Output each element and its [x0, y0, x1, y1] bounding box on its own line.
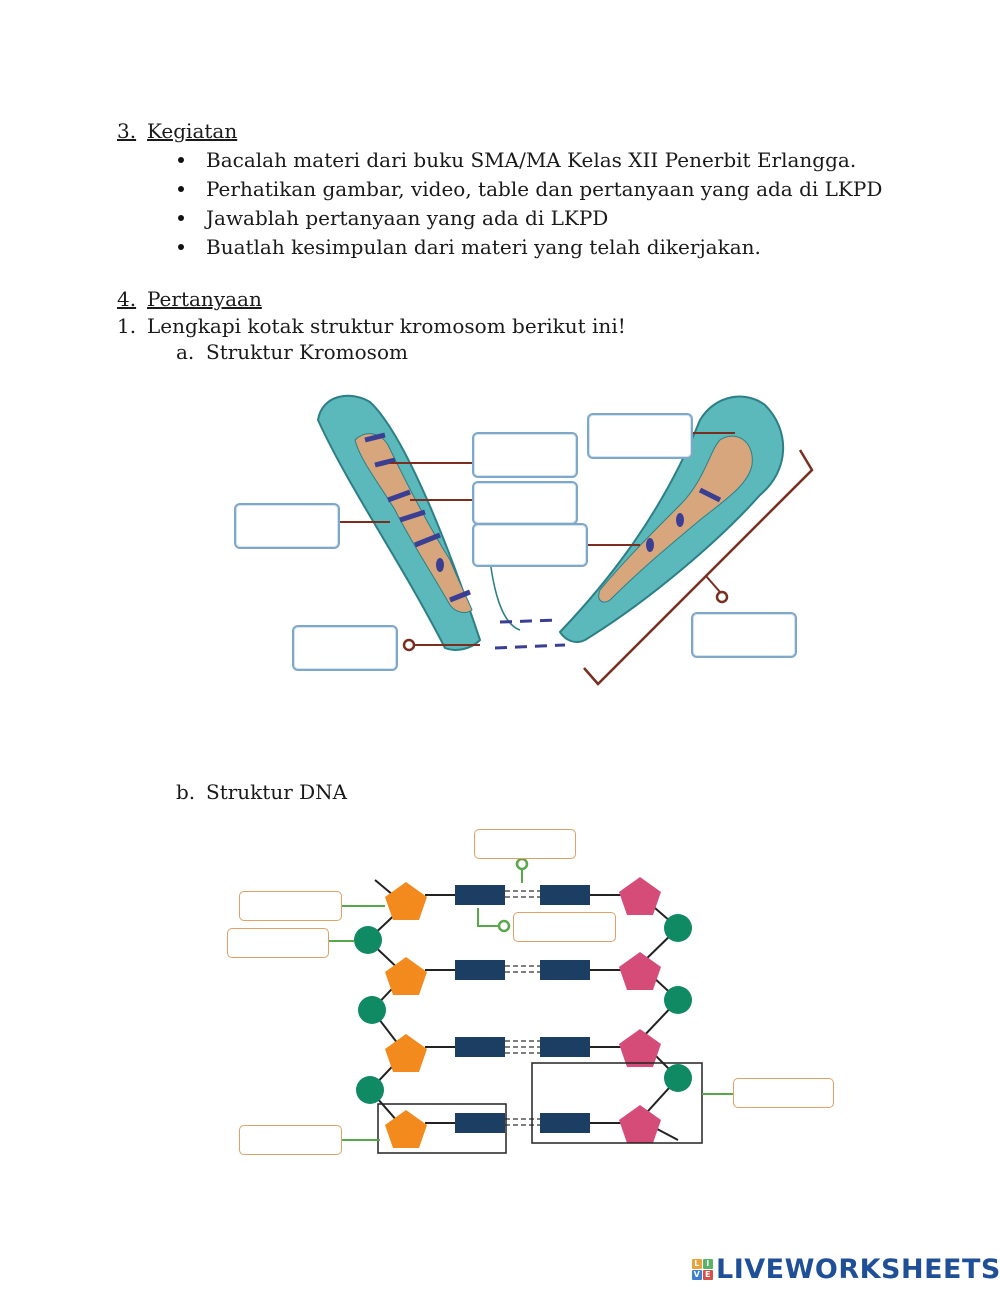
dna-answer-box-left-2[interactable] — [227, 928, 329, 958]
dna-diagram — [328, 857, 733, 1154]
part-a-letter: a. — [176, 340, 195, 364]
bullet-dot — [178, 157, 184, 163]
nucleotide-outline-right — [531, 1062, 703, 1144]
rung-4 — [455, 1113, 590, 1133]
chromosome-answer-box-right-top[interactable] — [587, 413, 693, 459]
part-a-label: Struktur Kromosom — [206, 340, 408, 364]
band — [414, 532, 441, 548]
base-rect — [540, 1037, 590, 1057]
section-3-number: 3. — [117, 119, 137, 143]
kegiatan-item-2: Perhatikan gambar, video, table dan pert… — [206, 177, 883, 201]
question-1-text: Lengkapi kotak struktur kromosom berikut… — [147, 314, 626, 338]
base-rect — [455, 885, 505, 905]
kegiatan-item-4: Buatlah kesimpulan dari materi yang tela… — [206, 235, 761, 259]
centromere-curve — [489, 559, 521, 631]
pointer-line — [705, 575, 721, 593]
dna-answer-box-top[interactable] — [474, 829, 576, 859]
phosphate-circle — [664, 986, 692, 1014]
dna-answer-box-left-bottom[interactable] — [239, 1125, 342, 1155]
centromere-dashed-bottom — [494, 643, 566, 650]
band — [399, 509, 426, 523]
sugar-pentagon — [385, 1110, 427, 1148]
chromosome-answer-box-bottom-left[interactable] — [292, 625, 398, 671]
phosphate-circle — [354, 926, 382, 954]
chromosome-diagram — [316, 394, 814, 686]
phosphate-circle — [664, 1064, 692, 1092]
band — [449, 589, 471, 603]
liveworksheets-logo: L I V E LIVEWORKSHEETS — [692, 1253, 1000, 1285]
rung-1 — [455, 885, 590, 905]
dna-answer-box-hydrogen[interactable] — [513, 912, 616, 942]
chromosome-answer-box-right[interactable] — [691, 612, 797, 658]
band — [387, 489, 411, 503]
right-chromatid-dna — [598, 435, 753, 603]
section-4-title: Pertanyaan — [147, 287, 262, 311]
bullet-dot — [178, 186, 184, 192]
chromosome-answer-box-left[interactable] — [234, 503, 340, 549]
band — [698, 487, 722, 503]
logo-mark-icon: L I V E — [692, 1258, 713, 1280]
base-rect — [455, 1113, 505, 1133]
sugar-pentagon — [619, 1105, 661, 1143]
bullet-dot — [178, 244, 184, 250]
rung-2 — [455, 960, 590, 980]
section-4-number: 4. — [117, 287, 137, 311]
rung-3 — [455, 1037, 590, 1057]
sugar-pentagon — [385, 957, 427, 995]
band — [364, 432, 386, 443]
base-rect — [540, 1113, 590, 1133]
base-rect — [540, 885, 590, 905]
sugar-pentagon — [619, 1029, 661, 1067]
phosphate-circle — [664, 914, 692, 942]
chromosome-answer-box-top-3[interactable] — [472, 523, 588, 567]
question-1-number: 1. — [117, 314, 137, 338]
pointer-end — [402, 638, 416, 652]
nucleotide-outline-left — [377, 1103, 507, 1154]
sugar-pentagon — [385, 882, 427, 920]
phosphate-circle — [356, 1076, 384, 1104]
arm-bracket — [583, 449, 814, 686]
dna-answer-box-right[interactable] — [733, 1078, 834, 1108]
logo-text: LIVEWORKSHEETS — [716, 1253, 1000, 1285]
pointer-end — [715, 590, 729, 604]
sugar-pentagon — [385, 1034, 427, 1072]
band — [374, 457, 396, 468]
part-b-label: Struktur DNA — [206, 780, 348, 804]
phosphate-circle — [358, 996, 386, 1024]
base-rect — [455, 1037, 505, 1057]
band-dot — [676, 513, 684, 527]
centromere-dashed-top — [499, 618, 561, 624]
dna-answer-box-left-1[interactable] — [239, 891, 342, 921]
sugar-pentagon — [619, 877, 661, 915]
band-dot — [646, 538, 654, 552]
bullet-dot — [178, 215, 184, 221]
kegiatan-item-3: Jawablah pertanyaan yang ada di LKPD — [206, 206, 609, 230]
chromosome-answer-box-top-1[interactable] — [472, 432, 578, 478]
kegiatan-item-1: Bacalah materi dari buku SMA/MA Kelas XI… — [206, 148, 857, 172]
section-3-title: Kegiatan — [147, 119, 238, 143]
sugar-pentagon — [619, 952, 661, 990]
part-b-letter: b. — [176, 780, 196, 804]
base-rect — [540, 960, 590, 980]
band-dot — [436, 558, 444, 572]
base-rect — [455, 960, 505, 980]
